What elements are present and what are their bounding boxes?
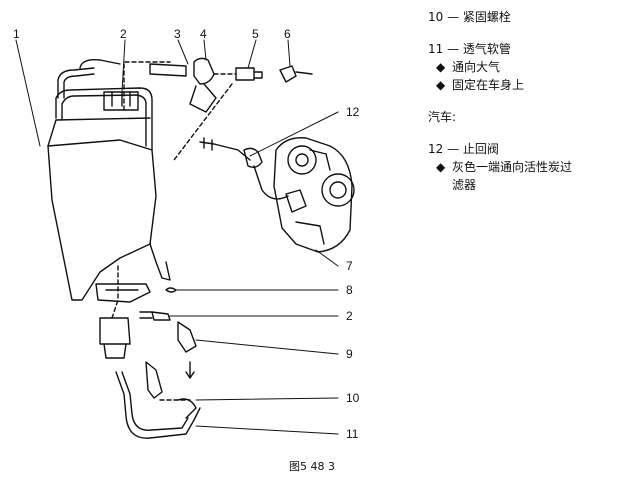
legend-entry-10: 10 — 紧固螺栓 bbox=[428, 8, 618, 26]
lower-pipe bbox=[149, 243, 171, 281]
o-ring-8 bbox=[165, 287, 177, 293]
legend-item: 滤器 bbox=[428, 176, 618, 194]
bolt-2-lower bbox=[151, 311, 171, 321]
legend-title-11: 11 — 透气软管 bbox=[428, 42, 511, 56]
callout-4: 4 bbox=[200, 27, 207, 41]
vent-pipe-upper bbox=[57, 67, 95, 99]
callout-12: 12 bbox=[346, 105, 360, 119]
clip-6 bbox=[279, 65, 313, 83]
hose-9 bbox=[177, 321, 197, 353]
lower-canister bbox=[99, 317, 131, 345]
bullet-icon: ◆ bbox=[436, 160, 446, 174]
valve-4 bbox=[193, 57, 215, 85]
callout-5: 5 bbox=[252, 27, 259, 41]
legend-item-text: 滤器 bbox=[452, 178, 477, 192]
callout-10: 10 bbox=[346, 391, 360, 405]
legend-section-title: 汽车: bbox=[428, 110, 457, 124]
fastening-bolt-10 bbox=[145, 361, 163, 399]
legend-item-text: 灰色一端通向活性炭过 bbox=[452, 160, 573, 174]
callout-2-lower: 2 bbox=[346, 309, 353, 323]
legend-item-text: 固定在车身上 bbox=[452, 78, 525, 92]
filler-housing bbox=[47, 139, 157, 301]
legend-title-12: 12 — 止回阀 bbox=[428, 142, 499, 156]
vent-hose-11 bbox=[115, 371, 201, 439]
bracket-upper bbox=[103, 91, 139, 111]
callout-9: 9 bbox=[346, 347, 353, 361]
connector-5 bbox=[235, 67, 255, 81]
figure-caption: 图5 48 3 bbox=[289, 460, 335, 473]
mount-bracket bbox=[95, 283, 151, 303]
legend-item: ◆ 通向大气 bbox=[428, 58, 618, 76]
callout-7: 7 bbox=[346, 259, 353, 273]
throttle-body-7 bbox=[273, 137, 353, 253]
callout-1: 1 bbox=[13, 27, 20, 41]
hose-3 bbox=[149, 63, 187, 77]
callout-6: 6 bbox=[284, 27, 291, 41]
bullet-icon: ◆ bbox=[436, 60, 446, 74]
callout-11: 11 bbox=[346, 427, 359, 441]
legend-title-10: 10 — 紧固螺栓 bbox=[428, 10, 511, 24]
legend-item: ◆ 灰色一端通向活性炭过 bbox=[428, 158, 618, 176]
legend-entry-12: 12 — 止回阀 ◆ 灰色一端通向活性炭过 滤器 bbox=[428, 140, 618, 194]
callout-8: 8 bbox=[346, 283, 353, 297]
legend-section: 汽车: bbox=[428, 108, 618, 126]
vent-hose-loop bbox=[79, 58, 121, 69]
legend: 10 — 紧固螺栓 11 — 透气软管 ◆ 通向大气 ◆ 固定在车身上 汽车: 12… bbox=[428, 8, 618, 208]
check-valve-12 bbox=[199, 141, 251, 161]
callout-3: 3 bbox=[174, 27, 181, 41]
legend-entry-11: 11 — 透气软管 ◆ 通向大气 ◆ 固定在车身上 bbox=[428, 40, 618, 94]
legend-item-text: 通向大气 bbox=[452, 60, 501, 74]
legend-item: ◆ 固定在车身上 bbox=[428, 76, 618, 94]
callout-2: 2 bbox=[120, 27, 127, 41]
bullet-icon: ◆ bbox=[436, 78, 446, 92]
